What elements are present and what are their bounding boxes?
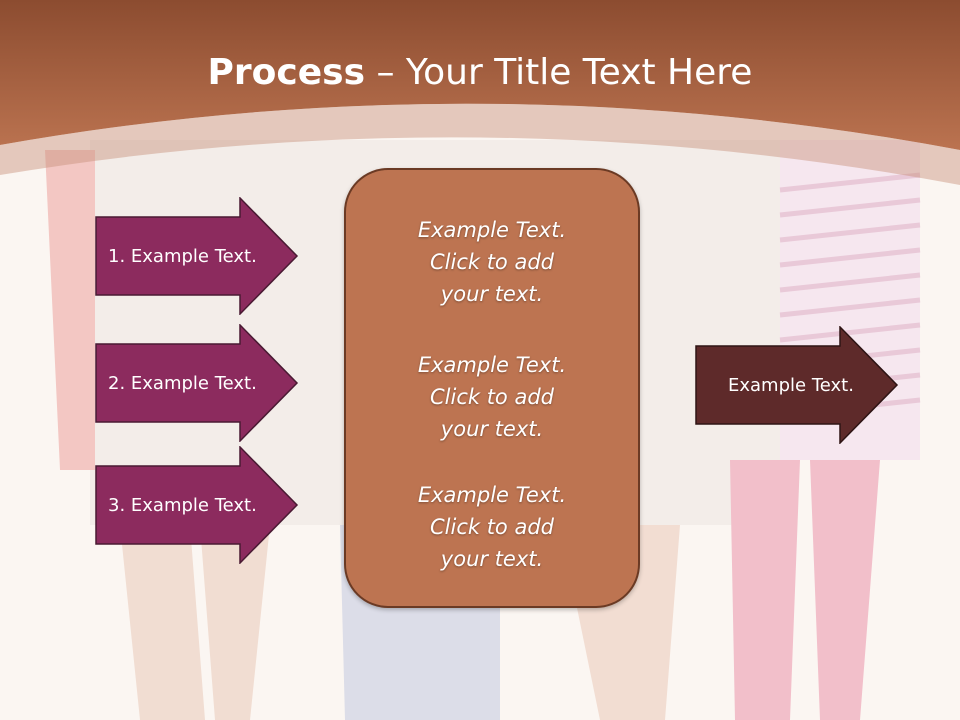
arrow-shape	[95, 446, 299, 564]
block-line-3: your text.	[440, 282, 544, 306]
left-arrow-3[interactable]: 3. Example Text.	[95, 446, 300, 564]
center-text-block-3: Example Text. Click to add your text.	[346, 479, 638, 575]
block-line-1: Example Text.	[417, 353, 567, 377]
center-text-block-1: Example Text. Click to add your text.	[346, 214, 638, 310]
title-rest: – Your Title Text Here	[365, 52, 753, 93]
center-text-block-2: Example Text. Click to add your text.	[346, 349, 638, 445]
header-band	[0, 0, 960, 185]
left-arrow-2[interactable]: 2. Example Text.	[95, 324, 300, 442]
arrow-label: 1. Example Text.	[108, 245, 257, 267]
right-arrow[interactable]: Example Text.	[695, 326, 900, 444]
block-line-3: your text.	[440, 547, 544, 571]
block-line-3: your text.	[440, 417, 544, 441]
arrow-label: 2. Example Text.	[108, 372, 257, 394]
block-line-2: Click to add	[429, 385, 554, 409]
block-line-2: Click to add	[429, 250, 554, 274]
arrow-shape	[95, 324, 299, 442]
arrow-shape	[95, 197, 299, 315]
block-line-1: Example Text.	[417, 218, 567, 242]
block-line-1: Example Text.	[417, 483, 567, 507]
arrow-label: 3. Example Text.	[108, 494, 257, 516]
arrow-shape	[695, 326, 899, 444]
title-bold: Process	[207, 52, 366, 93]
block-line-2: Click to add	[429, 515, 554, 539]
slide-title: Process – Your Title Text Here	[0, 52, 960, 93]
left-arrow-1[interactable]: 1. Example Text.	[95, 197, 300, 315]
center-text-box[interactable]: Example Text. Click to add your text. Ex…	[344, 168, 640, 608]
arrow-label: Example Text.	[728, 374, 854, 396]
